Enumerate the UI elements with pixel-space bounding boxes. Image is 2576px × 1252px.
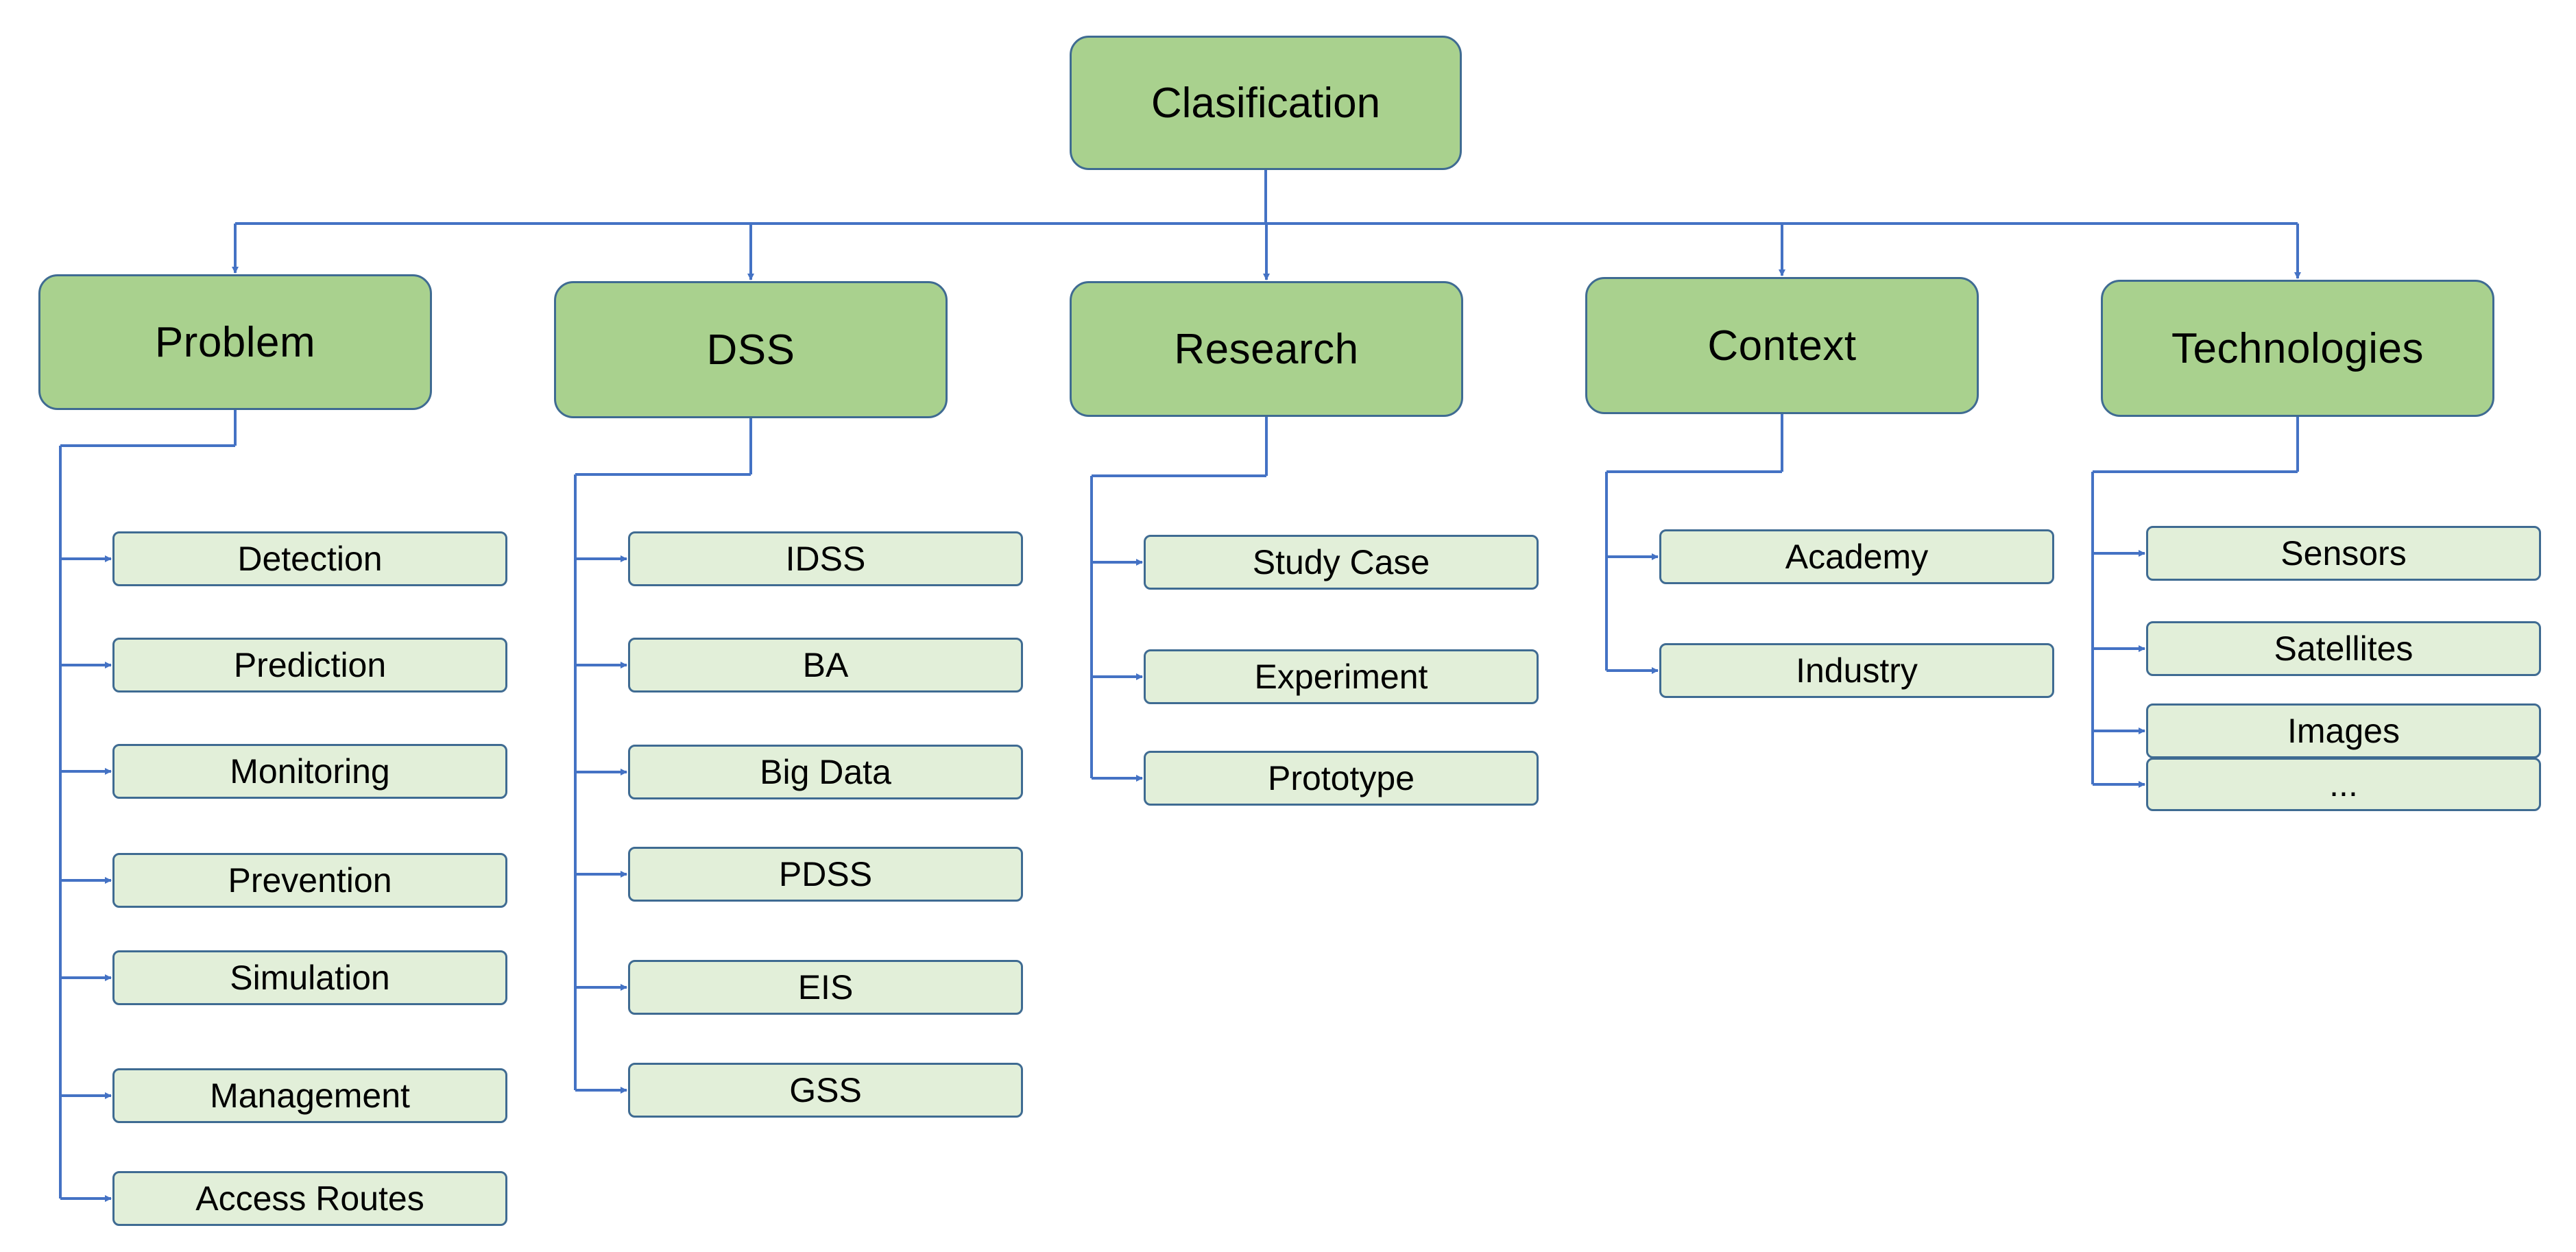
- leaf-box-dss-idss: IDSS: [628, 531, 1023, 586]
- leaf-box-problem-access-routes: Access Routes: [112, 1171, 507, 1226]
- leaf-box-problem-monitoring: Monitoring: [112, 744, 507, 799]
- leaf-box-problem-prediction: Prediction: [112, 638, 507, 693]
- leaf-box-context-academy: Academy: [1659, 529, 2054, 584]
- leaf-box-problem-simulation: Simulation: [112, 950, 507, 1005]
- leaf-box-technologies-satellites: Satellites: [2146, 621, 2541, 676]
- leaf-box-dss-pdss: PDSS: [628, 847, 1023, 902]
- leaf-box-problem-prevention: Prevention: [112, 853, 507, 908]
- leaf-box-research-prototype: Prototype: [1144, 751, 1539, 806]
- leaf-box-context-industry: Industry: [1659, 643, 2054, 698]
- category-box-research: Research: [1070, 281, 1463, 417]
- leaf-box-problem-detection: Detection: [112, 531, 507, 586]
- leaf-box-dss-ba: BA: [628, 638, 1023, 693]
- category-box-technologies: Technologies: [2101, 280, 2494, 417]
- leaf-box-technologies-ellipsis: ...: [2146, 758, 2541, 811]
- leaf-box-research-experiment: Experiment: [1144, 649, 1539, 704]
- leaf-box-technologies-sensors: Sensors: [2146, 526, 2541, 581]
- leaf-box-problem-management: Management: [112, 1068, 507, 1123]
- leaf-box-technologies-images: Images: [2146, 703, 2541, 758]
- leaf-box-dss-gss: GSS: [628, 1063, 1023, 1118]
- leaf-box-research-study-case: Study Case: [1144, 535, 1539, 590]
- leaf-box-dss-eis: EIS: [628, 960, 1023, 1015]
- leaf-box-dss-big-data: Big Data: [628, 745, 1023, 799]
- root-node-clasification: Clasification: [1070, 36, 1462, 170]
- category-box-dss: DSS: [554, 281, 948, 418]
- category-box-problem: Problem: [38, 274, 432, 410]
- category-box-context: Context: [1585, 277, 1979, 414]
